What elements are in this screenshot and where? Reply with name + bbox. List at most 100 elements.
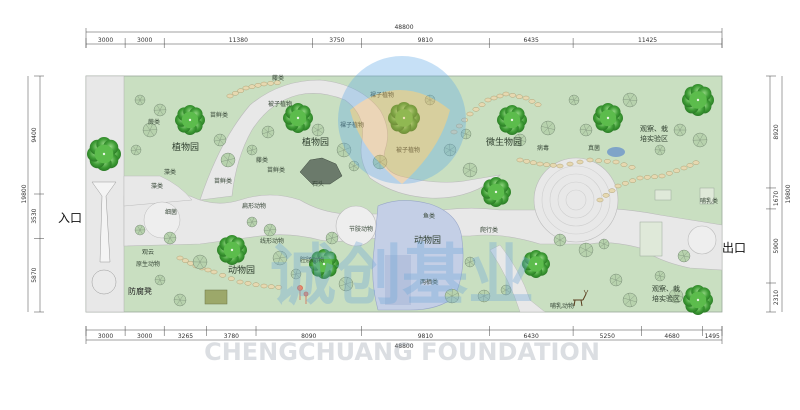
stepping-stone (681, 166, 687, 170)
stepping-stone (651, 175, 657, 179)
stepping-stone (249, 85, 255, 89)
stepping-stone (245, 281, 251, 285)
stepping-stone (567, 162, 573, 166)
shrub (193, 255, 207, 269)
label-mammal-1: 哺乳动物 (550, 302, 574, 310)
label-algae-1: 藻类 (164, 168, 176, 176)
entrance-statue (92, 270, 116, 294)
stepping-stone (577, 160, 583, 164)
label-algae-2: 藻类 (151, 182, 163, 190)
stepping-stone (693, 161, 699, 165)
label-arthropod: 节肢动物 (349, 225, 373, 233)
stepping-stone (211, 270, 217, 274)
zone-plant-1: 植物园 (172, 141, 199, 153)
stepping-stone (219, 273, 225, 277)
dimension-top (86, 28, 722, 48)
shrub (262, 126, 274, 138)
label-fungi: 真菌 (588, 144, 600, 152)
small-plaza-entrance (144, 202, 180, 238)
stepping-stone (629, 179, 635, 183)
shrub (131, 145, 141, 155)
zone-micro: 微生物园 (486, 136, 522, 148)
stepping-stone (529, 99, 535, 103)
label-fern: 蕨类 (148, 118, 160, 126)
stepping-stone (666, 171, 672, 175)
shrub (623, 93, 637, 107)
label-bacteria: 细菌 (165, 208, 177, 216)
shrub (599, 239, 609, 249)
zone-observe-bottom-2: 培实验区 (652, 294, 680, 303)
stepping-stone (255, 83, 261, 87)
dim-segment-label: 3750 (329, 37, 344, 44)
left-total: 19800 (21, 184, 28, 203)
shrub (655, 145, 665, 155)
shrub (674, 124, 686, 136)
shrub (247, 145, 257, 155)
stepping-stone (253, 283, 259, 287)
stepping-stone (479, 103, 485, 107)
lab-box-2 (655, 190, 671, 200)
stepping-stone (237, 89, 243, 93)
stepping-stone (603, 193, 609, 197)
zone-observe-top-1: 观察、栽 (640, 124, 668, 133)
label-fish: 鱼类 (423, 212, 435, 220)
dim-segment-label: 4680 (664, 333, 679, 340)
stepping-stone (597, 198, 603, 202)
stepping-stone (473, 107, 479, 111)
stepping-stone (491, 96, 497, 100)
shrub (135, 95, 145, 105)
shrub (154, 104, 166, 116)
tree (683, 285, 713, 315)
dim-segment-label: 1670 (773, 191, 780, 206)
stepping-stone (609, 189, 615, 193)
shrub (264, 224, 276, 236)
shrub (554, 234, 566, 246)
shrub (569, 95, 579, 105)
shrub (580, 124, 592, 136)
tree (217, 235, 247, 265)
stepping-stone (587, 158, 593, 162)
label-reptile: 爬行类 (480, 226, 498, 234)
zone-observe-bottom-1: 观察、栽 (652, 284, 680, 293)
label-vines-2: 藤类 (256, 156, 268, 164)
stepping-stone (530, 161, 536, 165)
label-protozoa: 原生动物 (136, 260, 160, 268)
shrub (155, 275, 165, 285)
watermark-en: CHENGCHUANG FOUNDATION (204, 338, 600, 366)
zone-plant-2: 植物园 (302, 136, 329, 148)
label-moss-1: 苗鲜类 (210, 111, 228, 119)
shrub (579, 243, 593, 257)
shrub (247, 217, 257, 227)
dim-segment-label: 3000 (98, 37, 113, 44)
stepping-stone (503, 92, 509, 96)
stepping-stone (232, 91, 238, 95)
stepping-stone (604, 159, 610, 163)
stepping-stone (543, 163, 549, 167)
dim-segment-label: 9810 (418, 37, 433, 44)
top-total: 48800 (394, 24, 413, 31)
shrub (655, 271, 665, 281)
zone-rest-bench: 防腐凳 (128, 286, 152, 296)
label-vines-1: 藤类 (272, 74, 284, 82)
tree (481, 177, 511, 207)
stepping-stone (261, 284, 267, 288)
tree (593, 103, 623, 133)
greenhouse-bench (205, 290, 227, 304)
stepping-stone (673, 169, 679, 173)
stepping-stone (497, 94, 503, 98)
dim-segment-label: 3530 (31, 208, 38, 223)
shrub (623, 293, 637, 307)
label-moss-3: 苗鲜类 (267, 166, 285, 174)
stepping-stone (644, 175, 650, 179)
dim-segment-label: 11380 (229, 37, 248, 44)
stepping-stone (205, 268, 211, 272)
stepping-stone (182, 259, 188, 263)
label-flatworm: 扁形动物 (242, 202, 266, 210)
exit-label: 出口 (722, 241, 746, 255)
label-moss-2: 苗鲜类 (214, 177, 232, 185)
stepping-stone (535, 103, 541, 107)
dimension-top-ticks (86, 38, 722, 48)
stepping-stone (557, 164, 563, 168)
